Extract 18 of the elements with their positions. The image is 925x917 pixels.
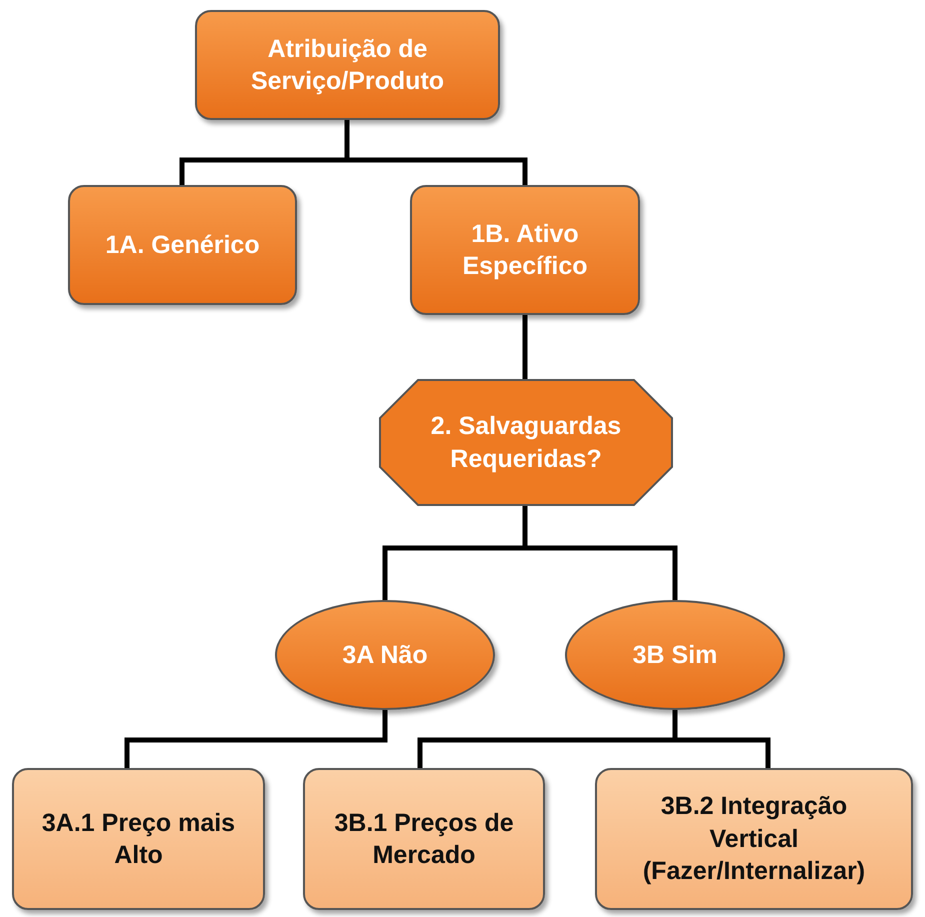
process-box (595, 768, 913, 910)
node-label: 2. Salvaguardas Requeridas? (430, 411, 622, 474)
node-label: 3B Sim (632, 640, 718, 671)
node-label: 3A Não (342, 640, 428, 671)
process-box (195, 10, 500, 120)
connector-line (124, 710, 388, 768)
process-box (12, 768, 265, 910)
process-box (303, 768, 545, 910)
node-label: 1A. Genérico (105, 230, 260, 261)
node-label: Atribuição de Serviço/Produto (250, 34, 446, 97)
process-box (410, 185, 640, 315)
process-box (68, 185, 297, 305)
decision-octagon (380, 380, 672, 505)
node-label: 3B.1 Preços de Mercado (333, 808, 515, 871)
node-label: 1B. Ativo Específico (461, 218, 589, 282)
node-label: 3B.2 Integração Vertical (Fazer/Internalizar) (642, 791, 866, 888)
connector-line (522, 315, 528, 380)
node-label: 3A.1 Preço mais Alto (40, 808, 236, 871)
